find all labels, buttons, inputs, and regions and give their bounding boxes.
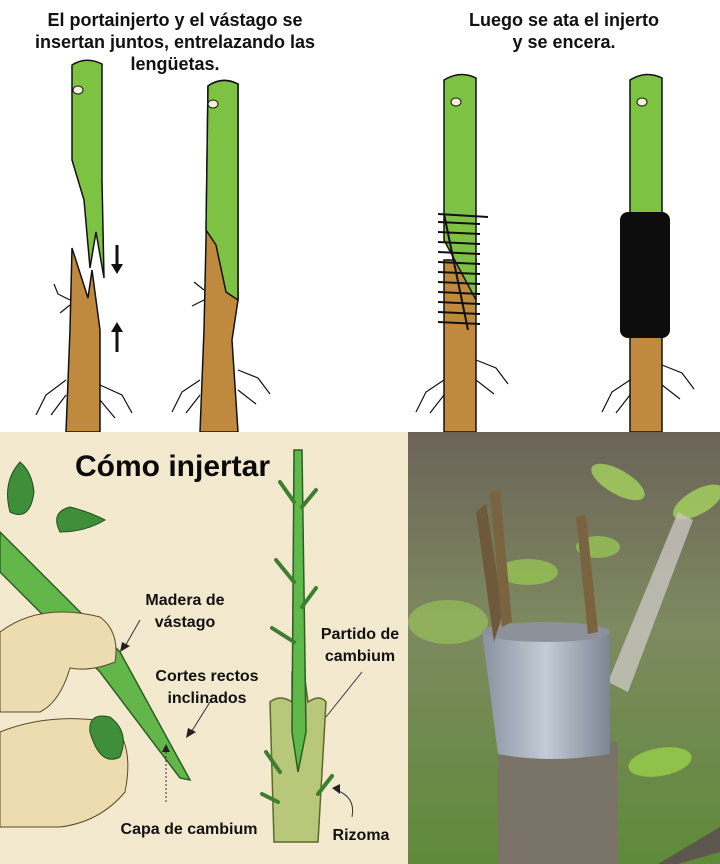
tie-wax-illustration bbox=[415, 73, 695, 432]
graft-diagram-illustration bbox=[0, 449, 363, 843]
label-line: inclinados bbox=[167, 690, 247, 707]
graft-photo bbox=[408, 432, 720, 864]
leaf-icon bbox=[408, 600, 488, 644]
label-line: vástago bbox=[154, 614, 216, 631]
caption-line: insertan juntos, entrelazando las bbox=[34, 32, 316, 52]
insert-illustration bbox=[35, 59, 271, 432]
step1-caption: El portainjerto y el vástago se insertan… bbox=[0, 9, 350, 75]
label-cambium-layer: Capa de cambium bbox=[120, 821, 258, 838]
leaf-icon bbox=[7, 461, 35, 515]
caption-line: Luego se ata el injerto bbox=[468, 10, 660, 30]
leaf-icon bbox=[673, 484, 720, 520]
hand-upper bbox=[0, 611, 117, 713]
panel-graft-photo bbox=[408, 432, 720, 864]
label-line: Madera de bbox=[145, 592, 225, 609]
label-line: Cortes rectos bbox=[155, 668, 259, 685]
joined-stick bbox=[171, 79, 271, 432]
leaf-icon bbox=[628, 747, 692, 777]
label-line: cambium bbox=[324, 648, 396, 665]
scion-left bbox=[71, 59, 105, 279]
leaf-icon bbox=[498, 559, 558, 585]
caption-line: y se encera. bbox=[512, 32, 616, 52]
arrow-down-icon bbox=[111, 245, 123, 274]
scion-twig bbox=[476, 504, 503, 642]
label-scion-wood: Madera de vástago bbox=[130, 590, 240, 634]
caption-line: lengüetas. bbox=[130, 54, 220, 74]
tied-graft bbox=[415, 73, 509, 432]
label-cambium-split: Partido de cambium bbox=[312, 624, 408, 668]
arrow-up-icon bbox=[111, 322, 123, 352]
grafting-tape bbox=[482, 627, 610, 759]
panel-step-tie-wax: Luego se ata el injerto y se encera. bbox=[408, 0, 720, 432]
scion-twig bbox=[576, 514, 598, 634]
diagram-title: Cómo injertar bbox=[75, 450, 271, 483]
label-rootstock: Rizoma bbox=[332, 827, 390, 844]
label-line: Partido de bbox=[320, 626, 400, 643]
leaf-icon bbox=[56, 506, 107, 533]
leaf-icon bbox=[89, 715, 124, 760]
panel-how-to-graft-diagram: Cómo injertar Madera de vástago Cortes r… bbox=[0, 432, 408, 864]
caption-line: El portainjerto y el vástago se bbox=[47, 10, 303, 30]
scion-twig bbox=[490, 490, 512, 627]
leaf-icon bbox=[591, 463, 645, 501]
rootstock-left bbox=[35, 247, 133, 432]
sealed-top bbox=[482, 622, 610, 642]
scion-stem bbox=[291, 449, 307, 773]
branch bbox=[658, 827, 720, 864]
label-straight-cuts: Cortes rectos inclinados bbox=[142, 666, 272, 710]
waxed-graft bbox=[601, 73, 695, 432]
wax-seal bbox=[620, 212, 670, 338]
panel-step-insert: El portainjerto y el vástago se insertan… bbox=[0, 0, 408, 432]
trunk bbox=[498, 742, 618, 864]
step2-caption: Luego se ata el injerto y se encera. bbox=[408, 9, 720, 53]
branch bbox=[608, 512, 693, 692]
